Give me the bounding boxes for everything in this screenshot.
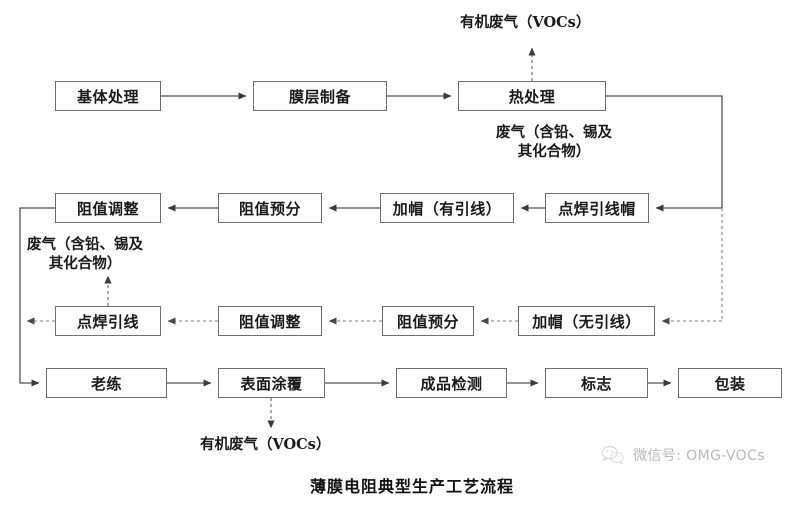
node-substrate[interactable]: 基体处理: [55, 81, 161, 111]
emission-label-voc-top: 有机废气（VOCs）: [460, 14, 590, 33]
node-label: 包装: [714, 374, 746, 393]
node-spot-weld-lead[interactable]: 点焊引线: [55, 306, 161, 336]
emission-text-line1: 废气（含铅、锡及: [27, 236, 143, 253]
node-resistance-adjust-1[interactable]: 阻值调整: [55, 193, 161, 223]
node-label: 加帽（有引线）: [392, 199, 502, 218]
node-heat-treatment[interactable]: 热处理: [458, 81, 606, 111]
node-final-inspection[interactable]: 成品检测: [396, 368, 507, 398]
node-label: 基体处理: [76, 87, 139, 106]
node-resistance-adjust-2[interactable]: 阻值调整: [218, 306, 322, 336]
node-surface-coating[interactable]: 表面涂覆: [218, 368, 325, 398]
watermark-text: 微信号: OMG-VOCs: [633, 448, 765, 464]
diagram-title: 薄膜电阻典型生产工艺流程: [310, 477, 515, 496]
emission-text: 有机废气（VOCs）: [460, 14, 591, 31]
node-label: 阻值预分: [396, 312, 459, 331]
watermark: 微信号: OMG-VOCs: [600, 444, 765, 466]
emission-text: 有机废气（VOCs）: [200, 436, 331, 453]
node-label: 老练: [90, 374, 122, 393]
emission-text-line2: 其化合物）: [48, 254, 122, 272]
emission-label-weld-flue-gas: 废气（含铅、锡及 其化合物）: [27, 236, 143, 273]
node-marking[interactable]: 标志: [545, 368, 648, 398]
node-packaging[interactable]: 包装: [678, 368, 782, 398]
node-spot-weld-lead-cap[interactable]: 点焊引线帽: [545, 193, 649, 223]
node-label: 膜层制备: [288, 87, 351, 106]
node-label: 加帽（无引线）: [532, 312, 641, 331]
node-label: 阻值调整: [76, 199, 139, 218]
node-film-preparation[interactable]: 膜层制备: [253, 81, 387, 111]
node-resistance-pretrim-2[interactable]: 阻值预分: [382, 306, 474, 336]
emission-text-line2: 其化合物）: [517, 142, 591, 160]
wechat-icon: [601, 446, 624, 465]
node-label: 热处理: [508, 87, 556, 106]
emission-text-line1: 废气（含铅、锡及: [496, 124, 612, 141]
node-cap-without-lead[interactable]: 加帽（无引线）: [518, 306, 655, 336]
node-label: 表面涂覆: [240, 374, 303, 393]
node-cap-with-lead[interactable]: 加帽（有引线）: [380, 193, 514, 223]
node-label: 成品检测: [420, 374, 483, 393]
node-label: 点焊引线帽: [558, 199, 636, 218]
emission-label-voc-bottom: 有机废气（VOCs）: [200, 436, 330, 455]
emission-label-heat-flue-gas: 废气（含铅、锡及 其化合物）: [496, 124, 612, 161]
node-resistance-pretrim-1[interactable]: 阻值预分: [218, 193, 322, 223]
node-aging[interactable]: 老练: [46, 368, 167, 398]
node-label: 点焊引线: [76, 312, 139, 331]
node-label: 标志: [580, 374, 612, 393]
node-label: 阻值预分: [238, 199, 301, 218]
node-label: 阻值调整: [238, 312, 301, 331]
